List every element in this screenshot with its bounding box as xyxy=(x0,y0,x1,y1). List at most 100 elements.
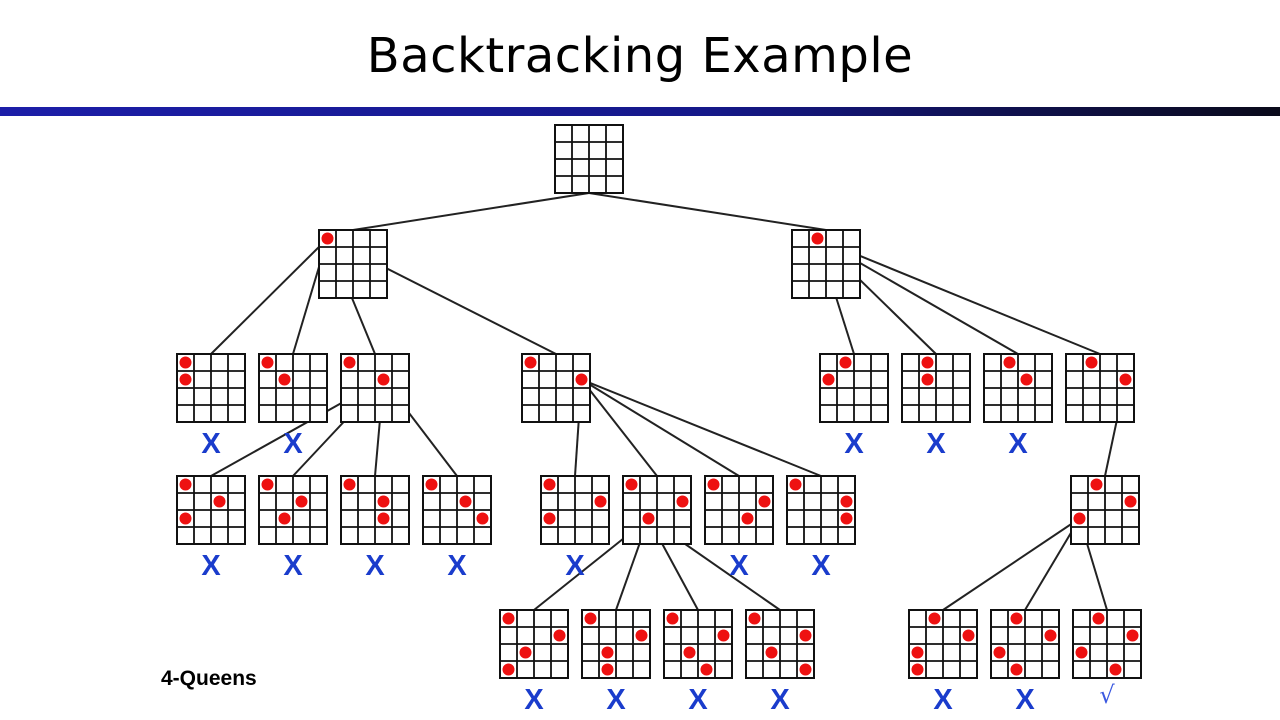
board-node-a4b2 xyxy=(581,609,651,679)
fail-x-mark: X xyxy=(201,428,221,460)
queen-dot xyxy=(179,373,192,386)
queen-dot xyxy=(278,373,291,386)
fail-x-mark: X xyxy=(688,684,708,716)
queen-dot xyxy=(377,512,390,525)
fail-x-mark: X xyxy=(1008,428,1028,460)
queen-dot xyxy=(524,356,537,369)
queen-dot xyxy=(700,663,713,676)
board-node-a4b4 xyxy=(745,609,815,679)
queen-dot xyxy=(476,512,489,525)
board-node-a4a xyxy=(540,475,610,545)
queen-dot xyxy=(213,495,226,508)
queen-dot xyxy=(840,512,853,525)
queen-dot xyxy=(1119,373,1132,386)
tree-edge-a-a1 xyxy=(210,237,329,355)
queen-dot xyxy=(377,373,390,386)
tree-edge-root-a xyxy=(352,192,590,231)
queen-dot xyxy=(840,495,853,508)
queen-dot xyxy=(921,373,934,386)
fail-x-mark: X xyxy=(770,684,790,716)
queen-dot xyxy=(758,495,771,508)
queen-dot xyxy=(278,512,291,525)
queen-dot xyxy=(666,612,679,625)
queen-dot xyxy=(553,629,566,642)
tree-edge-b-b4 xyxy=(817,237,1101,355)
queen-dot xyxy=(642,512,655,525)
fail-x-mark: X xyxy=(447,550,467,582)
queen-dot xyxy=(543,512,556,525)
board-node-a4d xyxy=(786,475,856,545)
fail-x-mark: X xyxy=(365,550,385,582)
queen-dot xyxy=(1003,356,1016,369)
queen-dot xyxy=(543,478,556,491)
solution-check-mark: √ xyxy=(1099,681,1115,709)
board-node-b2 xyxy=(901,353,971,423)
queen-dot xyxy=(179,478,192,491)
board-node-a4b3 xyxy=(663,609,733,679)
queen-dot xyxy=(594,495,607,508)
queen-dot xyxy=(789,478,802,491)
queen-dot xyxy=(1073,512,1086,525)
queen-dot xyxy=(811,232,824,245)
queen-dot xyxy=(1090,478,1103,491)
board-node-a3c xyxy=(340,475,410,545)
board-node-b3 xyxy=(983,353,1053,423)
queen-dot xyxy=(839,356,852,369)
board-node-a4 xyxy=(521,353,591,423)
fail-x-mark: X xyxy=(933,684,953,716)
queen-dot xyxy=(179,512,192,525)
board-node-a3 xyxy=(340,353,410,423)
queen-dot xyxy=(748,612,761,625)
queen-dot xyxy=(683,646,696,659)
fail-x-mark: X xyxy=(283,550,303,582)
fail-x-mark: X xyxy=(201,550,221,582)
board-node-a3a xyxy=(176,475,246,545)
queen-dot xyxy=(502,663,515,676)
board-node-a1 xyxy=(176,353,246,423)
board-node-a3d xyxy=(422,475,492,545)
fail-x-mark: X xyxy=(1015,684,1035,716)
queen-dot xyxy=(601,646,614,659)
board-node-b1 xyxy=(819,353,889,423)
tree-edge-a4-a4d xyxy=(581,378,822,477)
queen-dot xyxy=(1010,612,1023,625)
caption: 4-Queens xyxy=(161,667,257,690)
queen-dot xyxy=(179,356,192,369)
board-node-b xyxy=(791,229,861,299)
board-node-b4x3 xyxy=(1072,609,1142,679)
queen-dot xyxy=(822,373,835,386)
queen-dot xyxy=(502,612,515,625)
tree-edge-b4x-b4x1 xyxy=(942,517,1081,611)
title-rule xyxy=(0,107,1280,116)
board-node-b4 xyxy=(1065,353,1135,423)
fail-x-mark: X xyxy=(606,684,626,716)
queen-dot xyxy=(575,373,588,386)
queen-dot xyxy=(1085,356,1098,369)
queen-dot xyxy=(799,629,812,642)
queen-dot xyxy=(928,612,941,625)
queen-dot xyxy=(321,232,334,245)
board-node-b4x1 xyxy=(908,609,978,679)
tree-edge-root-b xyxy=(588,192,827,231)
queen-dot xyxy=(343,478,356,491)
queen-dot xyxy=(741,512,754,525)
fail-x-mark: X xyxy=(811,550,831,582)
queen-dot xyxy=(1075,646,1088,659)
queen-dot xyxy=(1126,629,1139,642)
board-node-a4b xyxy=(622,475,692,545)
queen-dot xyxy=(799,663,812,676)
queen-dot xyxy=(1109,663,1122,676)
board-node-root xyxy=(554,124,624,194)
board-node-b4x xyxy=(1070,475,1140,545)
queen-dot xyxy=(993,646,1006,659)
queen-dot xyxy=(635,629,648,642)
queen-dot xyxy=(343,356,356,369)
board-node-a xyxy=(318,229,388,299)
queen-dot xyxy=(707,478,720,491)
board-node-a4b1 xyxy=(499,609,569,679)
queen-dot xyxy=(377,495,390,508)
queen-dot xyxy=(911,663,924,676)
queen-dot xyxy=(676,495,689,508)
queen-dot xyxy=(1044,629,1057,642)
board-node-a4c xyxy=(704,475,774,545)
